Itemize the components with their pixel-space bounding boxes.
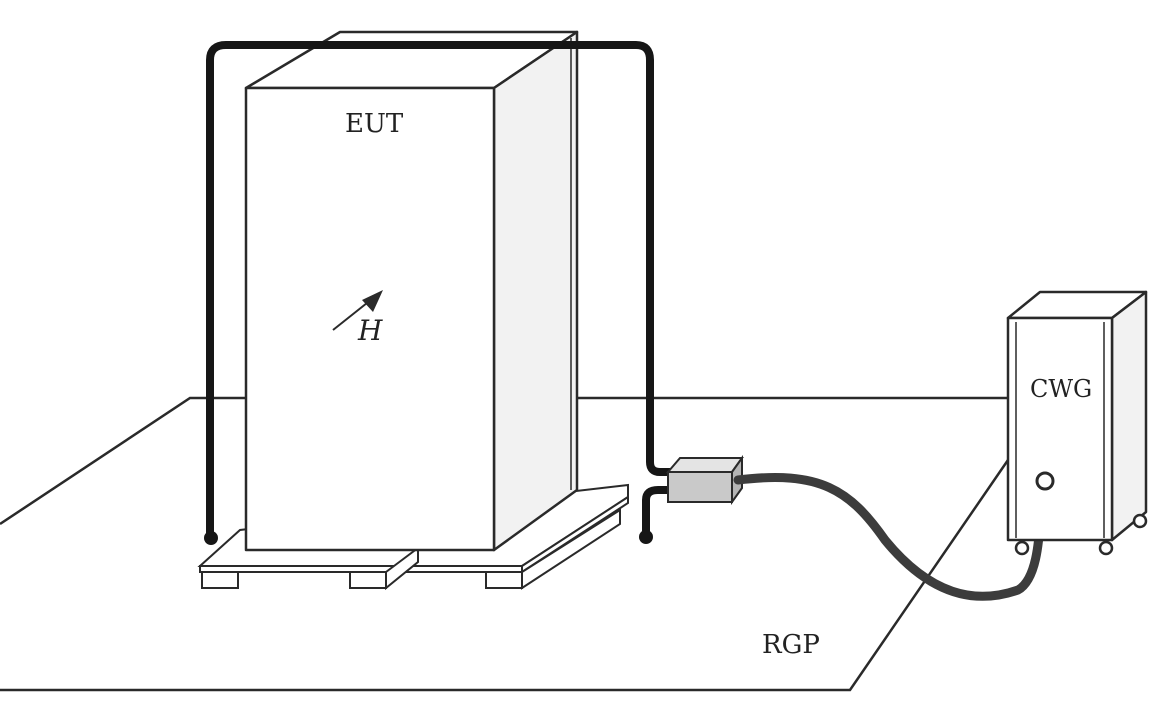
- induction-loop-cable: [206, 41, 676, 539]
- eut-side: [492, 30, 579, 552]
- pallet-side: [521, 495, 629, 574]
- cwg-side: [1110, 290, 1148, 542]
- rgp-label: RGP: [762, 630, 820, 660]
- field-arrow-head: [362, 290, 383, 312]
- eut-front: [244, 86, 496, 552]
- generator-cable: [733, 473, 1050, 601]
- pallet-block-middle: [349, 571, 387, 589]
- pallet-side-block-1: [385, 546, 419, 591]
- magnetic-field-arrow: [332, 290, 383, 331]
- eut-label: EUT: [345, 109, 404, 139]
- cwg-wheel-front-left: [1014, 540, 1030, 556]
- eut-cabinet: [244, 30, 579, 552]
- cwg-wheel-front-right: [1098, 540, 1114, 556]
- field-symbol-label: H: [357, 314, 383, 347]
- cwg-generator: [1006, 290, 1148, 556]
- pallet-block-right: [485, 571, 523, 589]
- coupling-box-front: [667, 471, 733, 503]
- coupling-box: [665, 454, 744, 506]
- loop-return-cable: [642, 486, 676, 538]
- pallet-block-left: [201, 571, 239, 589]
- cwg-wheel-rear-right: [1132, 513, 1148, 529]
- loop-terminal-left: [204, 531, 218, 545]
- cwg-output-connector: [1035, 471, 1055, 491]
- cwg-label: CWG: [1030, 375, 1092, 403]
- field-arrow-shaft: [332, 298, 373, 331]
- loop-terminal-right: [639, 530, 653, 544]
- pallet-side-block-2: [521, 508, 621, 590]
- cwg-front: [1006, 316, 1114, 542]
- coupling-box-top: [665, 457, 744, 473]
